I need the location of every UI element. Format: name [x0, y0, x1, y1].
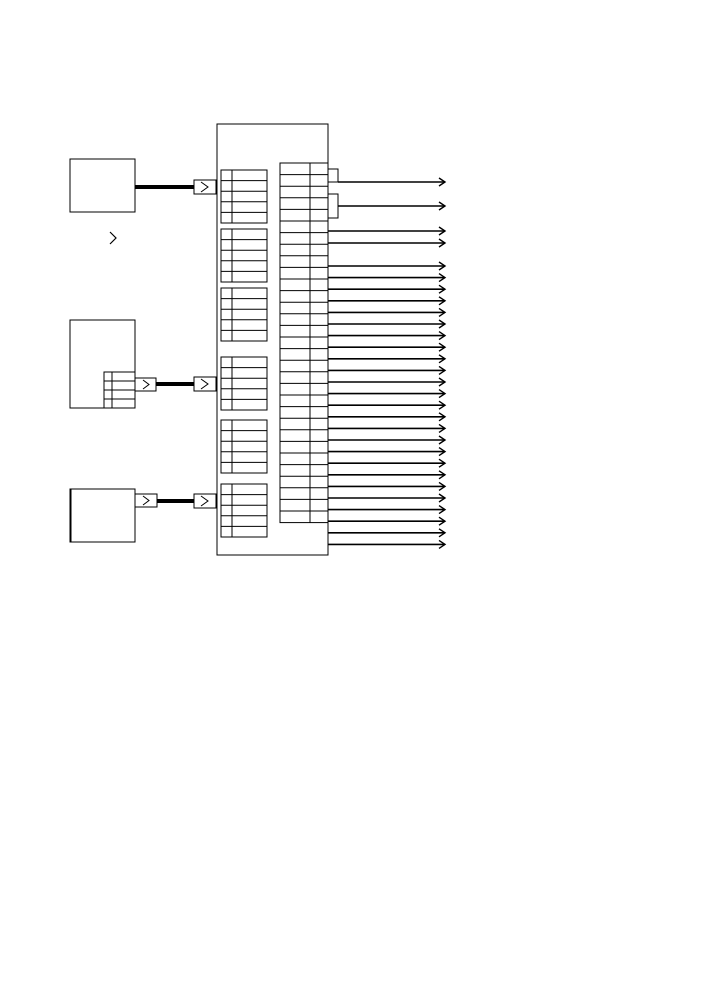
device-c-connector [134, 493, 158, 508]
output-arrow-6 [328, 273, 447, 283]
arrow-right-icon [438, 458, 447, 468]
arrow-right-icon [438, 365, 447, 375]
output-arrow-18 [328, 412, 447, 422]
main-controller-box [216, 123, 329, 556]
output-arrow-19 [328, 423, 447, 433]
arrow-right-icon [438, 435, 447, 445]
output-arrow-24 [328, 481, 447, 491]
arrow-right-icon [438, 201, 447, 211]
device-b-connector [134, 377, 157, 392]
arrow-right-icon [438, 284, 447, 294]
arrow-right-icon [438, 389, 447, 399]
output-arrow-4 [328, 238, 447, 248]
output-arrow-17 [328, 400, 447, 410]
arrow-right-icon [438, 296, 447, 306]
arrow-right-icon [438, 423, 447, 433]
chevron-right-icon [200, 495, 209, 507]
controller-connector-a [193, 179, 217, 195]
output-arrow-1 [338, 177, 447, 187]
output-arrow-7 [328, 284, 447, 294]
terminal-group-3 [220, 287, 268, 342]
device-c-box [69, 488, 136, 543]
arrow-right-icon [438, 342, 447, 352]
output-arrow-13 [328, 354, 447, 364]
output-bracket-tabs [328, 168, 339, 219]
terminal-group-1 [220, 169, 268, 224]
chevron-right-icon [142, 495, 150, 506]
terminal-group-4 [220, 356, 268, 411]
chevron-right-icon [200, 378, 209, 390]
output-arrow-11 [328, 331, 447, 341]
output-arrow-26 [328, 505, 447, 515]
device-a-box [69, 158, 136, 213]
output-arrow-28 [328, 528, 447, 538]
arrow-right-icon [438, 319, 447, 329]
output-arrow-25 [328, 493, 447, 503]
controller-connector-b [193, 376, 217, 392]
arrow-right-icon [438, 354, 447, 364]
arrow-right-icon [438, 377, 447, 387]
arrow-right-icon [438, 307, 447, 317]
output-arrow-22 [328, 458, 447, 468]
output-terminal-strip [279, 162, 329, 524]
arrow-right-icon [438, 261, 447, 271]
arrow-right-icon [438, 481, 447, 491]
chevron-right-icon [200, 181, 209, 193]
device-a [69, 158, 136, 213]
output-arrow-14 [328, 365, 447, 375]
arrow-right-icon [438, 528, 447, 538]
terminal-group-5 [220, 419, 268, 474]
arrow-right-icon [438, 238, 447, 248]
arrow-right-icon [438, 331, 447, 341]
arrow-right-icon [438, 412, 447, 422]
output-arrows [328, 177, 447, 549]
arrow-right-icon [438, 505, 447, 515]
output-arrow-3 [328, 226, 447, 236]
output-arrow-8 [328, 296, 447, 306]
arrow-right-icon [438, 493, 447, 503]
arrow-right-icon [438, 539, 447, 549]
device-b [69, 319, 157, 409]
output-arrow-27 [328, 516, 447, 526]
output-arrow-29 [328, 539, 447, 549]
terminal-groups [220, 169, 268, 538]
output-arrow-9 [328, 307, 447, 317]
arrow-right-icon [438, 516, 447, 526]
output-arrow-23 [328, 470, 447, 480]
output-arrow-10 [328, 319, 447, 329]
output-arrow-16 [328, 389, 447, 399]
output-arrow-12 [328, 342, 447, 352]
device-c [69, 488, 158, 543]
arrow-right-icon [438, 400, 447, 410]
controller-connector-c [193, 493, 217, 509]
arrow-right-icon [438, 470, 447, 480]
output-arrow-21 [328, 447, 447, 457]
chevron-right-icon [109, 231, 117, 245]
arrow-right-icon [438, 177, 447, 187]
output-arrow-5 [328, 261, 447, 271]
arrow-right-icon [438, 226, 447, 236]
device-b-terminal-block [103, 371, 136, 409]
terminal-group-6 [220, 483, 268, 538]
terminal-group-2 [220, 228, 268, 283]
output-arrow-20 [328, 435, 447, 445]
output-arrow-15 [328, 377, 447, 387]
arrow-right-icon [438, 447, 447, 457]
chevron-right-icon [142, 379, 150, 390]
device-b-box [69, 319, 136, 409]
arrow-right-icon [438, 273, 447, 283]
output-arrow-2 [338, 201, 447, 211]
